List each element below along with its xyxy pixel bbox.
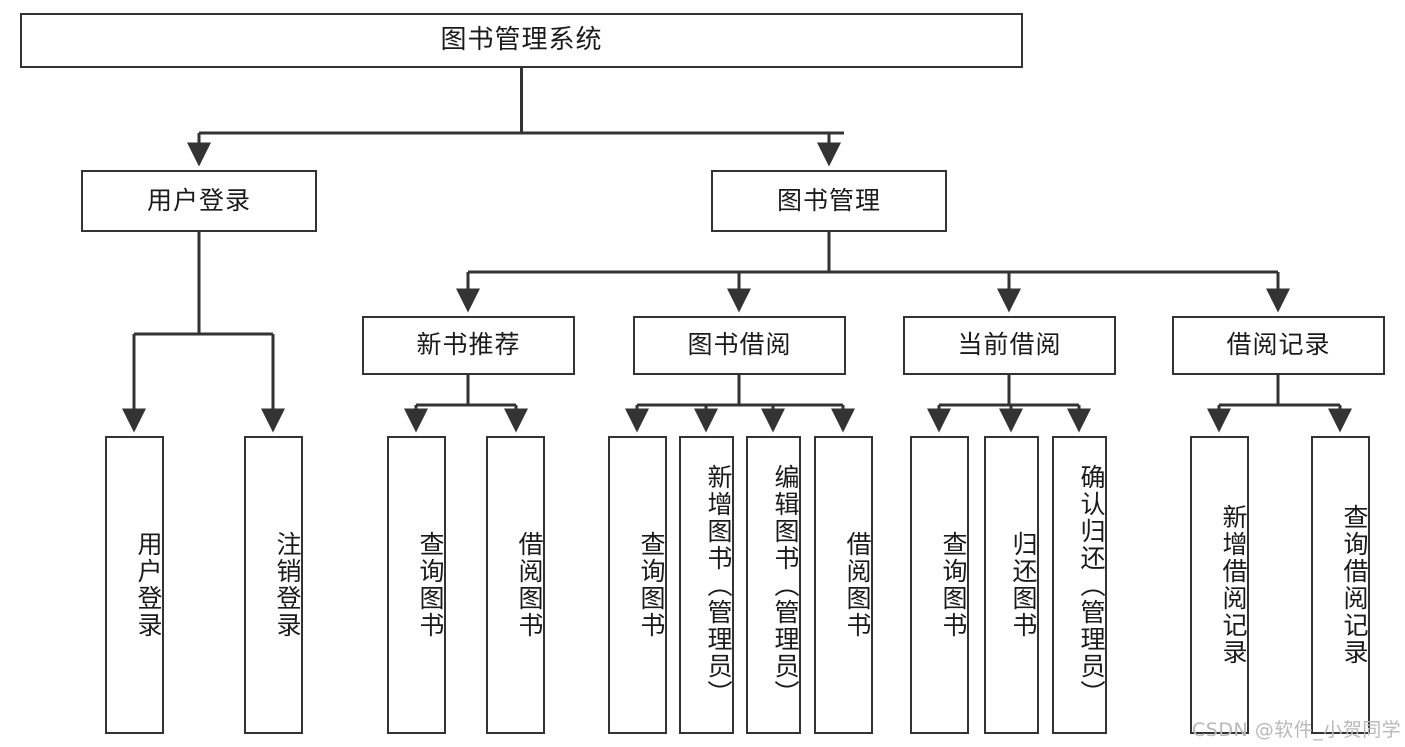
node-leaf-query-borrow-record[interactable]: 查询借阅记录	[1311, 436, 1370, 734]
node-leaf-return-book[interactable]: 归还图书	[984, 436, 1039, 734]
node-book-borrow[interactable]: 图书借阅	[633, 316, 846, 375]
edges-bookborrow-to-leaves	[625, 375, 855, 433]
node-leaf-edit-book-admin[interactable]: 编辑图书（管理员）	[746, 436, 801, 734]
node-leaf-query-book-current[interactable]: 查询图书	[910, 436, 969, 734]
node-leaf-add-borrow-record[interactable]: 新增借阅记录	[1190, 436, 1249, 734]
edges-currentborrow-to-leaves	[927, 375, 1091, 433]
node-user-login[interactable]: 用户登录	[81, 170, 317, 232]
node-leaf-user-login[interactable]: 用户登录	[105, 436, 164, 734]
node-leaf-query-book-recommend[interactable]: 查询图书	[387, 436, 446, 734]
node-new-book-recommend[interactable]: 新书推荐	[362, 316, 575, 375]
node-leaf-logout[interactable]: 注销登录	[244, 436, 303, 734]
csdn-watermark: CSDN @软件_小贺同学	[1192, 719, 1402, 741]
edges-root-to-level2	[187, 68, 844, 167]
node-book-manage[interactable]: 图书管理	[711, 170, 947, 232]
node-root-system[interactable]: 图书管理系统	[20, 13, 1023, 68]
edges-newbook-to-leaves	[404, 375, 528, 433]
node-leaf-query-book-borrow[interactable]: 查询图书	[608, 436, 667, 734]
edges-bookmanage-to-level3	[456, 232, 1290, 313]
node-leaf-borrow-book[interactable]: 借阅图书	[814, 436, 873, 734]
node-borrow-record[interactable]: 借阅记录	[1172, 316, 1385, 375]
node-current-borrow[interactable]: 当前借阅	[903, 316, 1116, 375]
edges-borrowrecord-to-leaves	[1207, 375, 1352, 433]
node-leaf-add-book-admin[interactable]: 新增图书（管理员）	[679, 436, 734, 734]
edges-userlogin-to-leaves	[122, 232, 285, 433]
node-leaf-borrow-book-recommend[interactable]: 借阅图书	[486, 436, 545, 734]
node-leaf-confirm-return-admin[interactable]: 确认归还（管理员）	[1052, 436, 1107, 734]
